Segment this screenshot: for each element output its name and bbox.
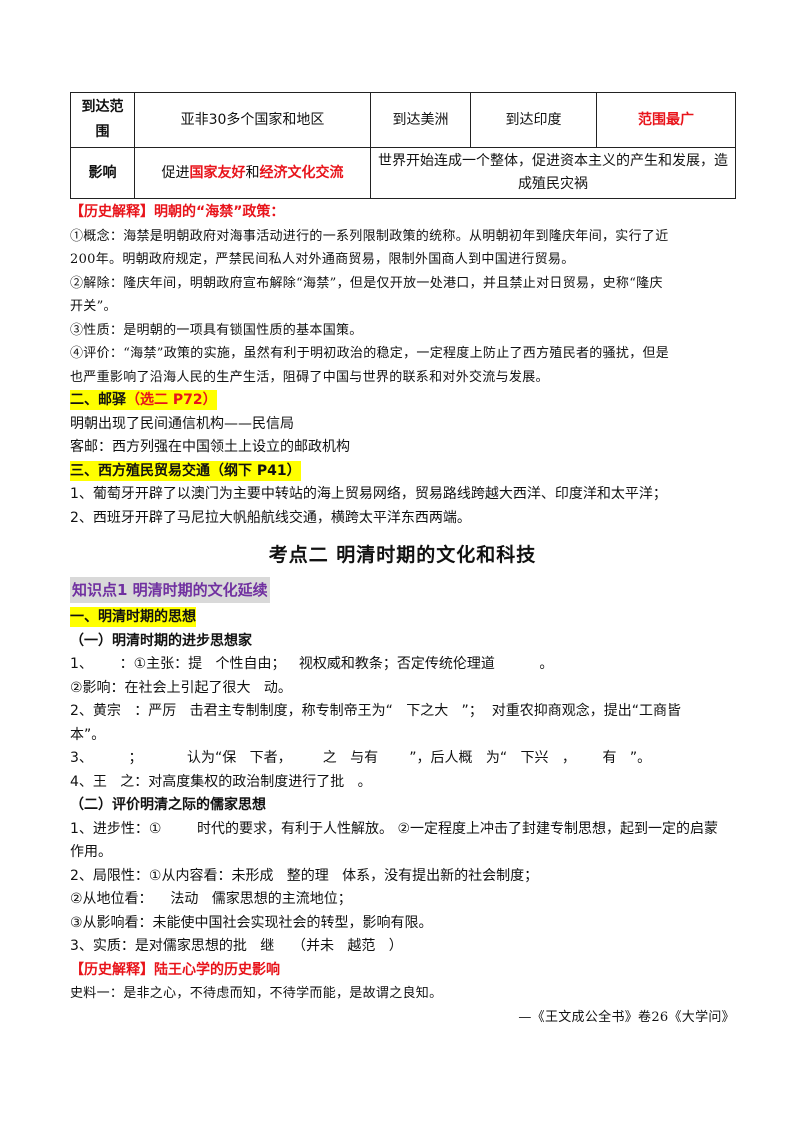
paragraph: ③从影响看：未能使中国社会实现社会的转型，影响有限。 [70,914,433,931]
paragraph: 4、王 之：对高度集权的政治制度进行了批 。 [70,773,372,790]
paragraph: 作用。 [70,844,112,860]
table-cell: 世界开始连成一个整体，促进资本主义的产生和发展，造成殖民灾祸 [370,147,736,199]
document-page: 到达范围 亚非30多个国家和地区 到达美洲 到达印度 范围最广 影响 促进国家友… [70,92,736,1029]
paragraph: 明朝出现了民间通信机构——民信局 [70,415,294,432]
paragraph: ②影响：在社会上引起了很大 动。 [70,679,292,696]
heading-text: 一、明清时期的思想 [70,607,196,627]
table-row: 影响 促进国家友好和经济文化交流 世界开始连成一个整体，促进资本主义的产生和发展… [70,147,736,199]
heading-text: ”政策： [233,204,285,220]
paragraph: 开关”。 [70,299,117,314]
voyage-comparison-table: 到达范围 亚非30多个国家和地区 到达美洲 到达印度 范围最广 影响 促进国家友… [70,92,736,199]
subheading: （二）评价明清之际的儒家思想 [70,797,266,813]
subheading: （一）明清时期的进步思想家 [70,632,252,649]
table-cell: 到达美洲 [370,92,471,148]
cell-text-red: 经济文化交流 [259,164,344,181]
history-explanation-heading: 【历史解释】陆王心学的历史影响 [70,961,280,978]
paragraph: 1、进步性：① 时代的要求，有利于人性解放。 ②一定程度上冲击了封建专制思想，起… [70,820,719,837]
row-label-impact: 影响 [70,147,135,199]
paragraph: 3、 ； 认为“保 下者， 之 与有 ”，后人概 为“ 下兴 ， 有 ”。 [70,750,652,766]
row-label-range: 到达范围 [70,92,135,148]
table-cell: 到达印度 [470,92,597,148]
paragraph: 史料一：是非之心，不待虑而知，不待学而能，是故谓之良知。 [70,986,443,1001]
heading-text: 三、西方殖民贸易交通（纲下 P41） [70,460,301,481]
table-row: 到达范围 亚非30多个国家和地区 到达美洲 到达印度 范围最广 [70,92,736,148]
paragraph: 也严重影响了沿海人民的生产生活，阻碍了中国与世界的联系和对外交流与发展。 [70,369,549,385]
paragraph: 2、局限性：①从内容看：未形成 整的理 体系，没有提出新的社会制度； [70,867,539,884]
knowledge-point-label: 知识点1 明清时期的文化延续 [70,577,270,603]
paragraph: 1、葡萄牙开辟了以澳门为主要中转站的海上贸易网络，贸易路线跨越大西洋、印度洋和太… [70,486,667,502]
heading-ref: （选二 P72） [126,392,217,408]
history-explanation-heading: 【历史解释】明朝的“海禁”政策： [70,201,735,225]
paragraph: 2、西班牙开辟了马尼拉大帆船航线交通，横跨太平洋东西两端。 [70,509,471,526]
paragraph: ④评价：“海禁”政策的实施，虽然有利于明初政治的稳定，一定程度上防止了西方殖民者… [70,346,670,361]
heading-keyword: 海禁 [205,204,234,220]
table-cell: 亚非30多个国家和地区 [134,92,371,148]
table-cell-highlight: 范围最广 [596,92,736,148]
cell-text-red: 国家友好 [189,164,246,181]
source-citation: —《王文成公全书》卷26《大学问》 [518,1009,735,1025]
paragraph: 1、 ：①主张：提 个性自由； 视权威和教条；否定传统伦理道 。 [70,656,554,672]
paragraph: 3、实质：是对儒家思想的批 继 （并未 越范 ） [70,938,403,954]
paragraph: 客邮：西方列强在中国领土上设立的邮政机构 [70,439,350,455]
section-heading-trade: 三、西方殖民贸易交通（纲下 P41） [70,460,735,484]
section-heading-thought: 一、明清时期的思想 [70,606,735,630]
paragraph: 2、黄宗 ：严厉 击君主专制制度，称专制帝王为“ 下之大 ”； 对重农抑商观念，… [70,703,681,719]
page-title: 考点二 明清时期的文化和科技 [268,544,537,566]
table-cell: 促进国家友好和经济文化交流 [134,147,371,199]
heading-text: 【历史解释】明朝的“ [70,204,206,220]
paragraph: 200年。明朝政府规定，严禁民间私人对外通商贸易，限制外国商人到中国进行贸易。 [70,252,575,267]
highlight: 二、邮驿（选二 P72） [70,390,217,410]
paragraph: ①概念：海禁是明朝政府对海事活动进行的一系列限制政策的统称。从明朝初年到隆庆年间… [70,228,669,244]
paragraph: ②从地位看： 法动 儒家思想的主流地位； [70,891,352,907]
knowledge-point-row: 知识点1 明清时期的文化延续 [70,576,735,606]
cell-text: 促进 [161,164,190,181]
section-heading-post: 二、邮驿（选二 P72） [70,389,735,413]
paragraph: ③性质：是明朝的一项具有锁国性质的基本国策。 [70,322,363,338]
heading-text: 二、邮驿 [70,392,126,408]
paragraph: ②解除：隆庆年间，明朝政府宣布解除“海禁”，但是仅开放一处港口，并且禁止对日贸易… [70,275,663,291]
cell-text: 和 [245,164,260,181]
paragraph: 本”。 [70,726,106,743]
